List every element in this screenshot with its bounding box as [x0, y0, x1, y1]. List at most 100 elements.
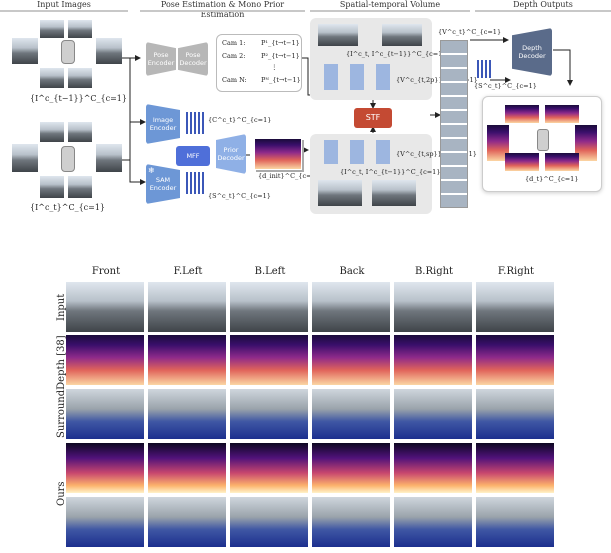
input-cell: [230, 282, 308, 332]
depth-output-image: [575, 125, 597, 161]
ours-depth-cell: [312, 443, 390, 493]
header-divider: [0, 10, 128, 12]
input-cell: [66, 282, 144, 332]
ring-image: [68, 122, 92, 142]
snowflake-icon: ❄: [148, 166, 155, 175]
header-divider: [475, 10, 611, 12]
vol-top-math: {V^c_{t,2p}}^C_{c=1}: [396, 76, 478, 84]
camera-pose-panel: Cam 1: P¹_{t→t−1} Cam 2: P²_{t→t−1} ⋮ Ca…: [216, 34, 302, 92]
cam1-name: Cam 1:: [222, 39, 246, 47]
depth-output-panel: {d_t}^C_{c=1}: [482, 96, 602, 192]
camn-name: Cam N:: [222, 76, 247, 84]
header-pose-label: Pose Estimation & Mono Prior Estimation: [160, 0, 285, 19]
connector-arrows: [122, 37, 573, 185]
volume-panel-top: {I^c_t, I^c_{t−1}}^C_{c=1} {V^c_{t,2p}}^…: [310, 18, 478, 100]
depth-output-image: [545, 105, 579, 123]
cost-volume-icons: [324, 64, 390, 90]
ours-projection-cell: [148, 497, 226, 547]
ours-projection-cell: [312, 497, 390, 547]
volume-image: [318, 180, 362, 206]
cur-image-ring: [12, 122, 122, 200]
ours-depth-cell: [148, 443, 226, 493]
comparison-grid: [66, 282, 558, 548]
cam1-pose: P¹_{t→t−1}: [261, 39, 300, 47]
pair-bot-math: {I^c_t, I^c_{t−1}}^C_{c=1}: [340, 168, 441, 176]
header-divider: [310, 10, 470, 12]
car-icon: [537, 129, 549, 151]
surrounddepth-depth-cell: [476, 335, 554, 385]
surrounddepth-depth-cell: [66, 335, 144, 385]
cam2-name: Cam 2:: [222, 52, 246, 60]
depth-out-math: {d_t}^C_{c=1}: [525, 175, 579, 183]
camn-pose: Pᴺ_{t→t−1}: [261, 76, 301, 84]
column-header-bright: B.Right: [414, 266, 454, 277]
column-header-front: Front: [91, 266, 121, 277]
ring-image: [68, 68, 92, 88]
prior-decoder-box: Prior Decoder: [216, 134, 246, 174]
ours-depth-cell: [394, 443, 472, 493]
stf-box: STF: [354, 108, 392, 128]
ring-image: [40, 122, 64, 142]
ours-depth-cell: [230, 443, 308, 493]
cam2-pose: P²_{t→t−1}: [261, 52, 300, 60]
volume-image: [318, 24, 358, 46]
column-header-fright: F.Right: [497, 266, 535, 277]
sam-out-stack: [477, 60, 493, 78]
column-header-bleft: B.Left: [254, 266, 286, 277]
volume-panel-bottom: {V^c_{t,sp}}^C_{c=1} {I^c_t, I^c_{t−1}}^…: [310, 134, 477, 214]
ours-projection-cell: [394, 497, 472, 547]
ours-depth-cell: [476, 443, 554, 493]
ring-image: [68, 20, 92, 38]
ours-depth-cell: [66, 443, 144, 493]
input-cell: [312, 282, 390, 332]
ours-projection-cell: [230, 497, 308, 547]
header-input-images: Input Images: [0, 0, 128, 13]
header-output-label: Depth Outputs: [513, 0, 573, 9]
ours-projection-cell: [66, 497, 144, 547]
column-header-back: Back: [339, 266, 365, 277]
header-depth-outputs: Depth Outputs: [475, 0, 611, 13]
ring-image: [96, 38, 122, 64]
prev-image-ring: [12, 18, 122, 92]
volume-image: [372, 180, 416, 206]
cost-volume-icons: [324, 140, 390, 164]
input-cell: [394, 282, 472, 332]
ring-image: [12, 38, 38, 64]
ring-image: [40, 20, 64, 38]
pose-encoder-box: Pose Encoder: [146, 42, 176, 76]
input-cell: [148, 282, 226, 332]
sam-feats-math: {S^c_t}^C_{c=1}: [208, 192, 271, 200]
header-divider: [140, 10, 305, 12]
prev-images-math: {I^c_{t−1}}^C_{c=1}: [30, 94, 127, 103]
sam-encoder-box: SAM Encoder: [146, 164, 180, 204]
prior-depth-stack: [254, 138, 302, 170]
header-volume: Spatial-temporal Volume: [310, 0, 470, 13]
surrounddepth-projection-cell: [66, 389, 144, 439]
car-icon: [61, 40, 75, 64]
surrounddepth-depth-cell: [230, 335, 308, 385]
cur-images-math: {I^c_t}^C_{c=1}: [30, 203, 106, 212]
ring-image: [40, 68, 64, 88]
surrounddepth-projection-cell: [394, 389, 472, 439]
ours-projection-cell: [476, 497, 554, 547]
volume-math: {V^c_t}^C_{c=1}: [438, 28, 502, 36]
car-icon: [61, 146, 75, 172]
volume-image: [382, 24, 422, 46]
depth-output-image: [505, 105, 539, 123]
surrounddepth-projection-cell: [312, 389, 390, 439]
volume-stack: [440, 40, 468, 208]
vol-bot-math: {V^c_{t,sp}}^C_{c=1}: [396, 150, 477, 158]
image-encoder-box: Image Encoder: [146, 104, 180, 144]
pose-decoder-box: Pose Decoder: [178, 42, 208, 76]
cam-ellipsis: ⋮: [271, 63, 278, 71]
header-pose-estimation: Pose Estimation & Mono Prior Estimation: [140, 0, 305, 19]
surrounddepth-projection-cell: [148, 389, 226, 439]
surrounddepth-projection-cell: [230, 389, 308, 439]
depth-output-image: [505, 153, 539, 171]
context-math: {C^c_t}^C_{c=1}: [208, 116, 272, 124]
ring-image: [68, 176, 92, 198]
ring-image: [96, 144, 122, 172]
surrounddepth-depth-cell: [312, 335, 390, 385]
column-header-fleft: F.Left: [173, 266, 203, 277]
depth-output-image: [545, 153, 579, 171]
